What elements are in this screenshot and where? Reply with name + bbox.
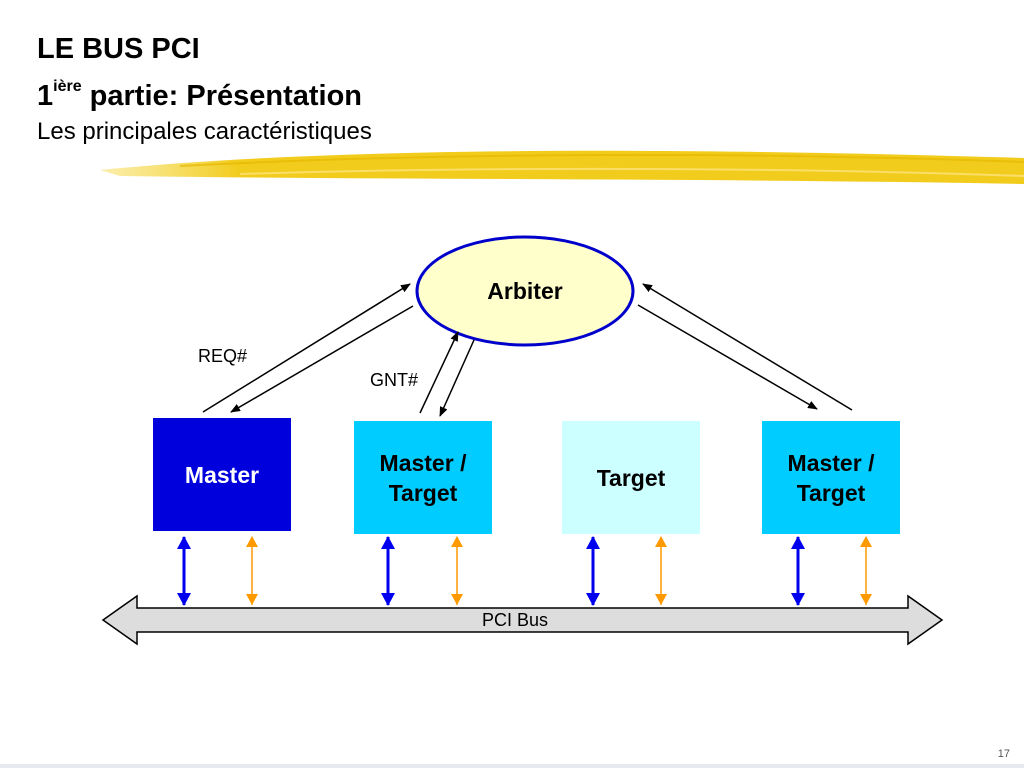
req-label: REQ# <box>198 346 248 366</box>
master-target-box-2: Master / Target <box>762 421 900 534</box>
title-number: 1 <box>37 80 54 112</box>
master-target-box-1: Master / Target <box>354 421 492 534</box>
title-rest: partie: Présentation <box>81 80 363 112</box>
footer-bar <box>0 764 1024 768</box>
pci-bus-label: PCI Bus <box>482 610 549 630</box>
highlight-brush-stroke <box>100 150 1024 184</box>
target-box: Target <box>562 421 700 534</box>
arbiter-ellipse <box>415 235 635 347</box>
req-arrow-master-target-1 <box>419 331 459 414</box>
master-box-line1: Master <box>184 461 260 488</box>
slide-title-line2: 1ière partie: Présentation <box>37 78 362 113</box>
master-target-box-2-line2: Target <box>796 479 866 506</box>
gnt-arrow-master-target-1 <box>439 339 475 417</box>
pci-bus-arrow <box>101 594 944 646</box>
target-box-line1: Target <box>596 464 666 491</box>
master-target-box-1-line2: Target <box>388 479 458 506</box>
req-arrow-master <box>202 283 411 413</box>
master-box: Master <box>153 418 291 531</box>
master-target-box-2-line1: Master / <box>787 449 875 476</box>
gnt-label: GNT# <box>370 370 419 390</box>
gnt-arrow-master <box>230 305 414 413</box>
slide-subtitle: Les principales caractéristiques <box>37 118 372 145</box>
master-target-box-1-line1: Master / <box>379 449 467 476</box>
slide-title: LE BUS PCI <box>37 33 200 65</box>
req-arrow-master-target-2 <box>642 283 853 411</box>
title-superscript: ière <box>53 78 82 95</box>
gnt-arrow-master-target-2 <box>637 304 818 410</box>
page-number: 17 <box>997 748 1010 760</box>
arbiter-label: Arbiter <box>487 278 563 304</box>
